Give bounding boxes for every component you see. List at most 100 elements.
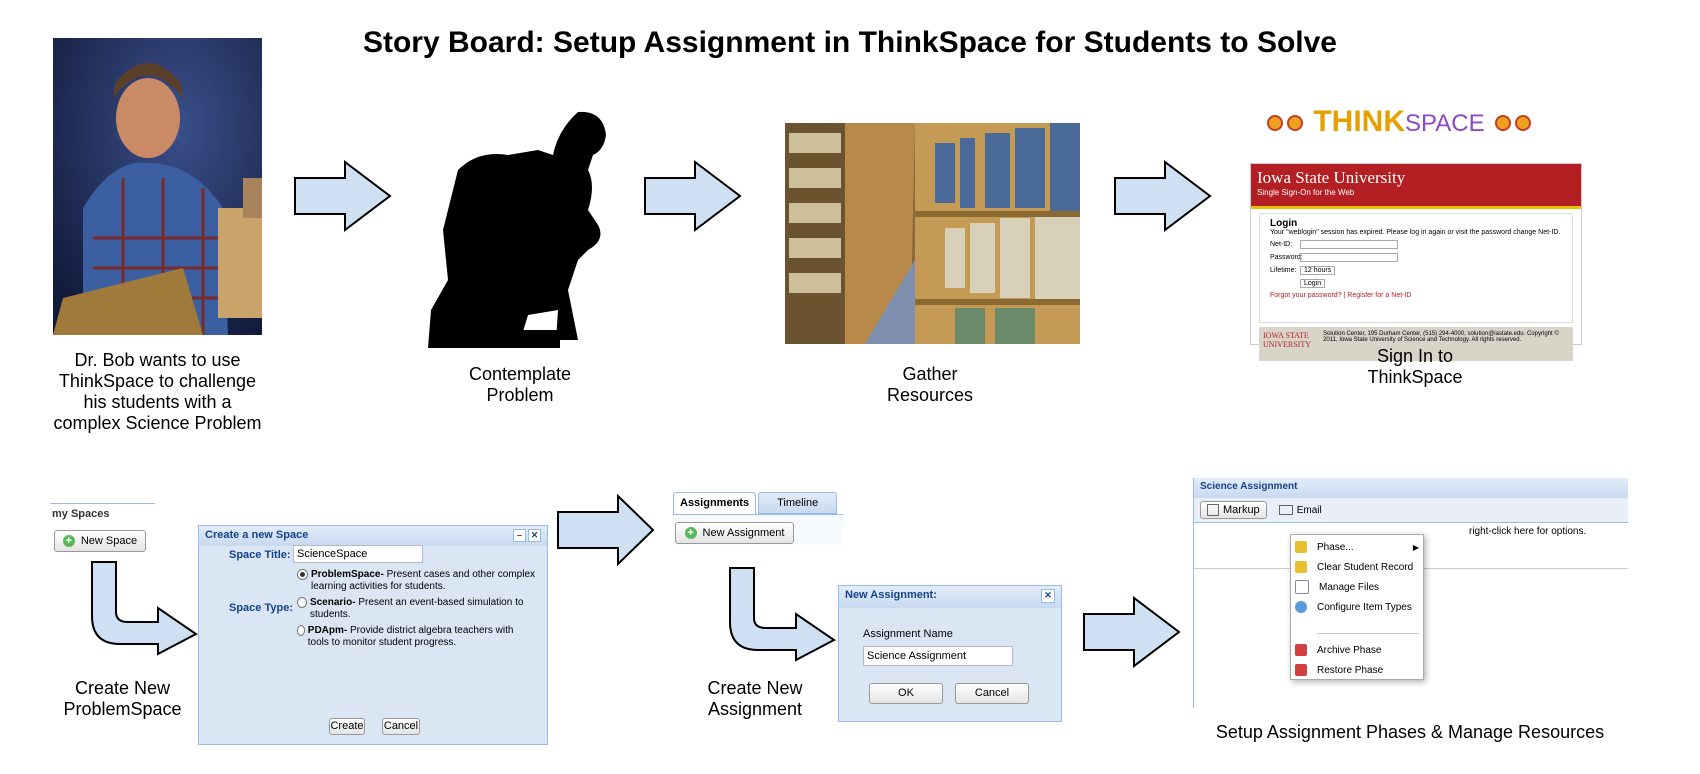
isu-stripe: [1251, 206, 1581, 209]
my-spaces-panel: my Spaces +New Space: [50, 503, 155, 562]
logo-dot-icon: [1494, 115, 1511, 132]
isu-links[interactable]: Forgot your password? | Register for a N…: [1270, 292, 1412, 299]
cancel-button[interactable]: Cancel: [382, 718, 420, 735]
arrow-right-icon: [557, 494, 655, 566]
isu-login-heading: Login: [1270, 218, 1298, 229]
radio-icon[interactable]: [297, 597, 307, 608]
isu-footer-logo: IOWA STATE UNIVERSITY: [1263, 331, 1311, 349]
menu-separator: [1317, 617, 1419, 634]
isu-login-screenshot: Iowa State University Single Sign-On for…: [1250, 163, 1582, 361]
page-title: Story Board: Setup Assignment in ThinkSp…: [362, 26, 1337, 59]
new-assignment-button[interactable]: + New Assignment: [675, 522, 794, 544]
caption-line: ThinkSpace: [1367, 367, 1463, 387]
logo-think: THINK: [1313, 105, 1405, 138]
markup-button[interactable]: Markup: [1200, 500, 1267, 520]
arrow-right-icon: [294, 160, 392, 232]
email-label: Email: [1296, 504, 1322, 516]
assignment-name-input[interactable]: Science Assignment: [863, 646, 1013, 666]
library-shelves-photo: [785, 123, 1080, 344]
isu-footer-text: Solution Center, 195 Durham Center, (515…: [1323, 331, 1559, 343]
caption-line: complex Science Problem: [53, 413, 262, 433]
new-assignment-label: New Assignment: [702, 527, 785, 539]
caption-line: Gather: [902, 364, 958, 384]
menu-item-clear-record[interactable]: Clear Student Record: [1291, 557, 1423, 577]
close-icon[interactable]: ✕: [1041, 589, 1055, 603]
refresh-icon: [1295, 601, 1307, 613]
add-icon: +: [684, 527, 697, 540]
assignments-tabs: Assignments Timeline: [673, 492, 843, 514]
file-icon: [1295, 580, 1309, 594]
space-type-label: Space Type:: [229, 602, 293, 614]
menu-label: Archive Phase: [1317, 644, 1382, 656]
password-field[interactable]: [1300, 253, 1398, 262]
menu-label: Phase...: [1317, 541, 1354, 553]
menu-item-phase[interactable]: Phase...▶: [1291, 537, 1423, 557]
menu-item-manage-files[interactable]: Manage Files: [1291, 577, 1423, 597]
isu-footer: IOWA STATE UNIVERSITY Solution Center, 1…: [1259, 327, 1573, 361]
thinkspace-logo: THINKSPACE: [1265, 105, 1533, 139]
minimize-icon[interactable]: –: [513, 529, 526, 542]
contemplate-caption: Contemplate Problem: [430, 364, 610, 406]
cancel-button[interactable]: Cancel: [955, 683, 1029, 704]
signin-caption: Sign In to ThinkSpace: [1315, 346, 1515, 388]
menu-item-configure[interactable]: Configure Item Types: [1291, 597, 1423, 617]
option-problemspace[interactable]: ProblemSpace- Present cases and other co…: [297, 569, 537, 593]
new-assignment-dialog: New Assignment: ✕ Assignment Name Scienc…: [838, 585, 1062, 722]
restore-icon: [1295, 664, 1307, 676]
option-name: Scenario-: [309, 597, 356, 608]
menu-item-restore[interactable]: Restore Phase: [1291, 660, 1423, 680]
dialog-header: Create a new Space – ✕: [199, 526, 547, 546]
tab-timeline[interactable]: Timeline: [758, 492, 838, 514]
space-type-options: ProblemSpace- Present cases and other co…: [297, 569, 537, 649]
create-space-dialog: Create a new Space – ✕ Space Title: Scie…: [198, 525, 548, 745]
elbow-arrow-icon: [91, 561, 198, 656]
right-click-hint[interactable]: right-click here for options.: [1469, 526, 1587, 537]
option-pdapm[interactable]: PDApm- Provide district algebra teachers…: [297, 625, 537, 649]
caption-line: ProblemSpace: [63, 699, 182, 719]
caption-line: Create New: [707, 678, 803, 698]
arrow-right-icon: [644, 160, 742, 232]
menu-label: Restore Phase: [1317, 664, 1384, 676]
logo-dot-icon: [1287, 115, 1303, 132]
option-name: ProblemSpace-: [311, 569, 384, 580]
isu-login-form: Login Your "weblogin" session has expire…: [1259, 213, 1573, 323]
assignments-panel: Assignments Timeline + New Assignment: [673, 492, 843, 552]
panel-toolbar: Markup Email: [1194, 498, 1628, 523]
option-desc: Provide district algebra teachers with t…: [307, 625, 514, 648]
markup-icon: [1207, 504, 1219, 517]
space-title-input[interactable]: ScienceSpace: [293, 545, 423, 563]
lifetime-select[interactable]: 12 hours: [1300, 266, 1336, 275]
logo-dot-icon: [1267, 115, 1283, 132]
netid-field[interactable]: [1300, 240, 1398, 249]
close-icon[interactable]: ✕: [528, 529, 541, 542]
option-scenario[interactable]: Scenario- Present an event-based simulat…: [297, 597, 537, 621]
isu-header: Iowa State University Single Sign-On for…: [1251, 164, 1581, 206]
arrow-right-icon: [1114, 160, 1212, 232]
caption-line: Resources: [886, 385, 974, 405]
lifetime-label: Lifetime:: [1270, 267, 1297, 274]
radio-icon[interactable]: [297, 569, 308, 580]
login-button[interactable]: Login: [1300, 279, 1326, 288]
menu-label: Clear Student Record: [1317, 561, 1414, 573]
caption-line: Sign In to: [1376, 346, 1454, 366]
ok-button[interactable]: OK: [869, 683, 943, 704]
archive-icon: [1295, 644, 1307, 656]
new-space-button[interactable]: +New Space: [54, 530, 146, 552]
caption-line: Create New: [74, 678, 171, 698]
setup-caption: Setup Assignment Phases & Manage Resourc…: [1215, 722, 1605, 742]
tab-assignments[interactable]: Assignments: [673, 492, 757, 514]
science-assignment-panel: Science Assignment Markup Email right-cl…: [1193, 478, 1628, 708]
radio-icon[interactable]: [297, 625, 305, 636]
panel-header: Science Assignment: [1194, 478, 1628, 498]
logo-dot-icon: [1514, 115, 1531, 132]
bob-caption: Dr. Bob wants to use ThinkSpace to chall…: [30, 350, 285, 434]
markup-label: Markup: [1223, 503, 1260, 516]
menu-item-archive[interactable]: Archive Phase: [1291, 640, 1423, 660]
caption-line: ThinkSpace to challenge: [58, 371, 257, 391]
menu-label: Configure Item Types: [1317, 601, 1412, 613]
email-button[interactable]: Email: [1275, 503, 1326, 518]
arrow-right-icon: [1083, 596, 1181, 668]
folder-icon: [1295, 561, 1307, 573]
create-button[interactable]: Create: [329, 718, 365, 735]
menu-label: Manage Files: [1319, 581, 1380, 593]
